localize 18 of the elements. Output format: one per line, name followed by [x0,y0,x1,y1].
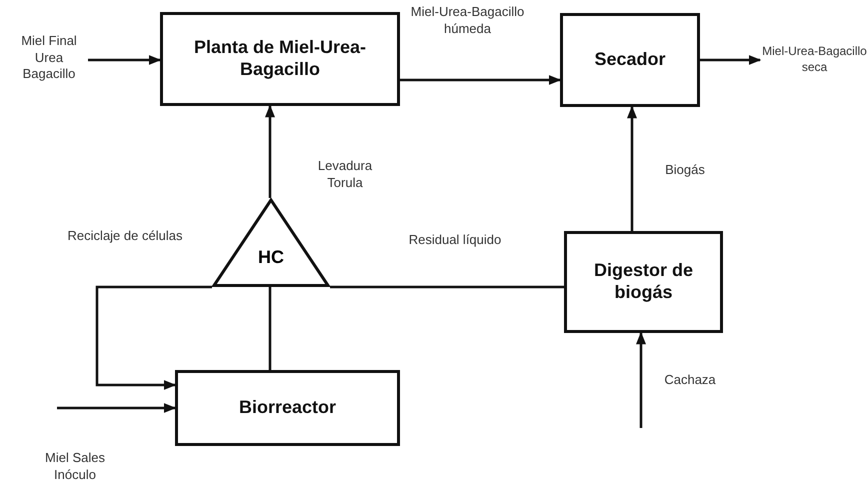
flow-arrow [636,332,646,428]
stream-label: Miel-Urea-Bagacillo seca [762,28,867,92]
process-box: Digestor de biogás [564,231,723,333]
process-box: Secador [560,13,700,107]
process-box: Biorreactor [175,370,400,446]
flow-arrow [88,55,162,65]
flow-arrow [96,286,212,390]
flow-line [330,286,564,288]
flow-arrow [265,104,275,198]
flow-arrow [57,403,176,413]
stream-label: Miel Final Urea Bagacillo [10,16,88,100]
flow-arrow [400,75,562,85]
stream-label: Miel Sales Inóculo [45,410,105,484]
process-box: Planta de Miel-Urea-Bagacillo [160,12,400,106]
flow-arrow [627,106,637,231]
flow-arrow [700,55,762,65]
node-label: HC [258,247,284,268]
flow-line [268,287,272,370]
